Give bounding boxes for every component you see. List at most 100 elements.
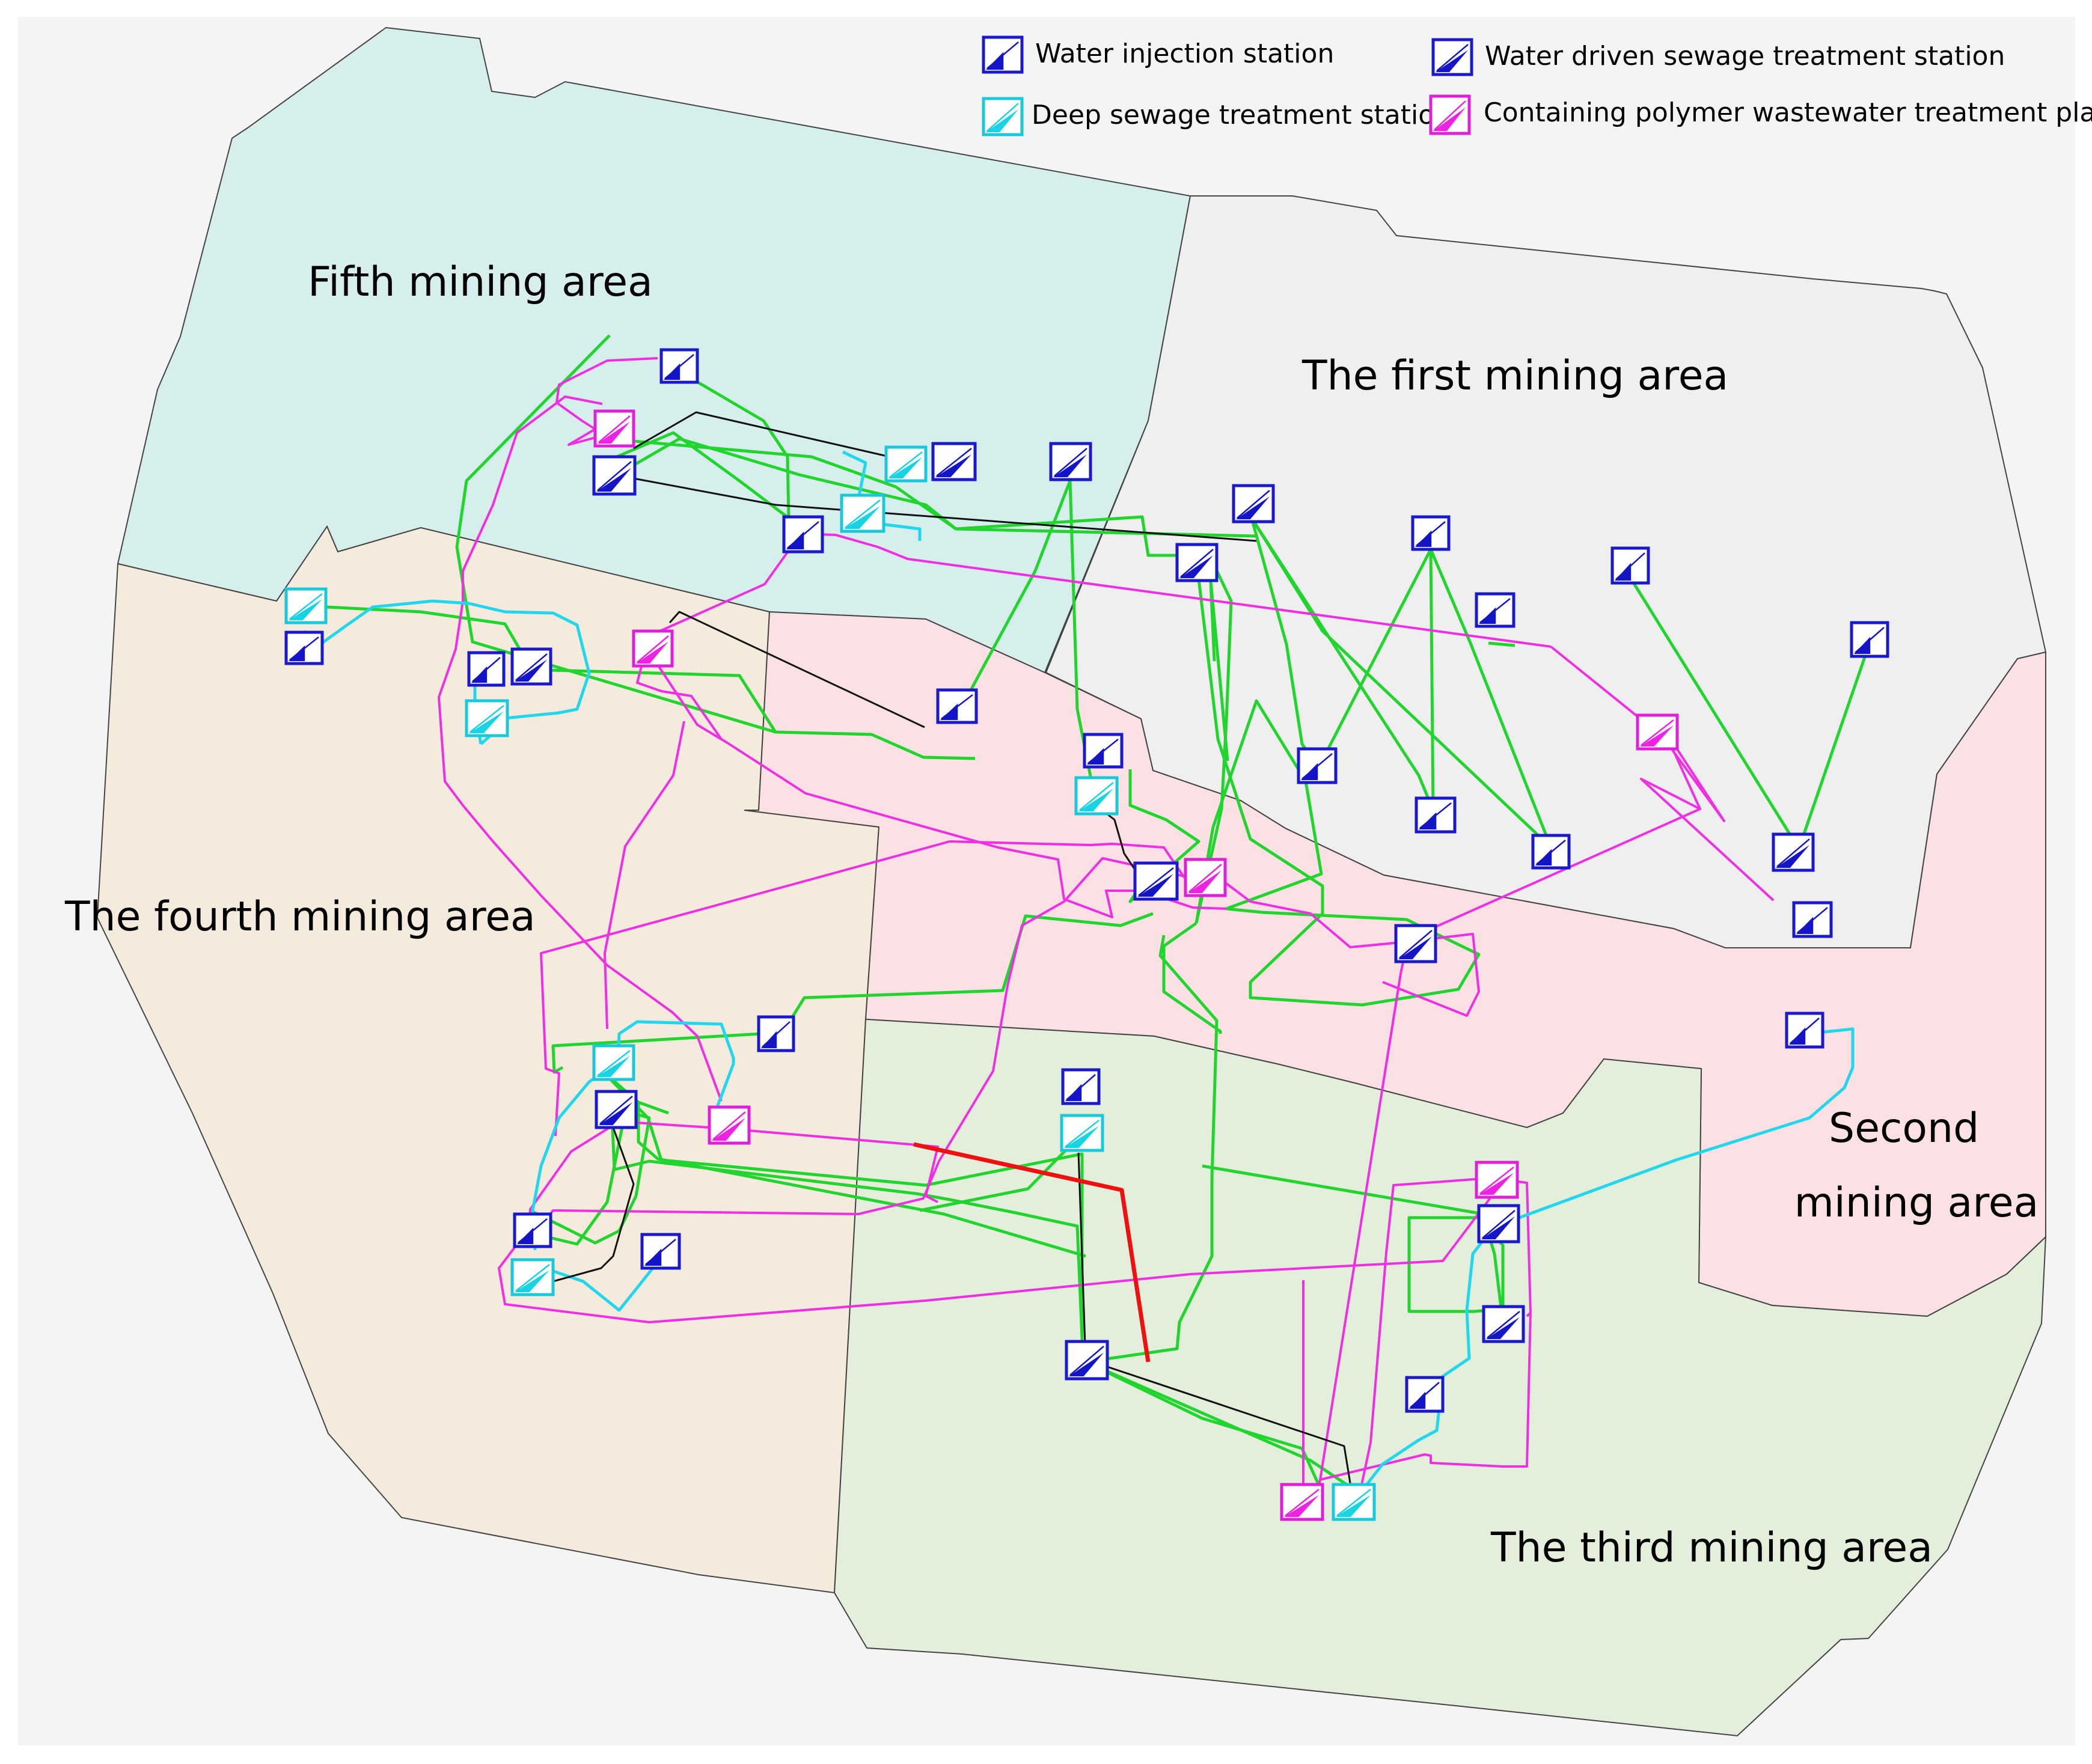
pipeline (633, 439, 1257, 538)
station-frame (1394, 924, 1437, 963)
water-injection-station-icon[interactable] (782, 515, 824, 554)
station-diagonal (936, 448, 972, 477)
deep-sewage-station-icon[interactable] (592, 1044, 635, 1081)
water-injection-station-icon[interactable] (1297, 747, 1338, 784)
station-diagonal (1416, 521, 1446, 546)
water-driven-sewage-station-icon[interactable] (1482, 1305, 1525, 1343)
station-diagonal (1419, 802, 1452, 829)
legend-label: Water driven sewage treatment station (1485, 41, 2005, 72)
water-injection-station-icon[interactable] (1083, 733, 1124, 769)
water-injection-station-icon[interactable] (936, 688, 978, 724)
pipeline (616, 1020, 735, 1112)
station-frame (1415, 796, 1457, 834)
station-diagonal (472, 657, 501, 682)
pipeline (610, 1115, 1084, 1338)
water-injection-station-icon[interactable] (1531, 834, 1571, 870)
station-diagonal (1797, 907, 1828, 933)
deep-sewage-station-icon[interactable] (284, 587, 328, 624)
legend: Water injection station Water driven sew… (982, 35, 2092, 136)
deep-sewage-station-icon[interactable] (510, 1258, 555, 1296)
station-frame (1411, 515, 1451, 551)
area-label-first: The first mining area (1301, 352, 1728, 400)
station-fill-triangle (1336, 1495, 1371, 1517)
deep-sewage-station-icon[interactable] (840, 493, 885, 533)
station-diagonal (289, 636, 319, 661)
water-driven-sewage-station-icon[interactable] (1065, 1340, 1109, 1381)
pipeline (637, 1102, 1086, 1258)
water-driven-sewage-station-icon[interactable] (931, 442, 977, 481)
station-diagonal (1536, 840, 1566, 865)
water-injection-station-icon[interactable] (284, 630, 324, 665)
station-fill-triangle (1078, 789, 1113, 811)
station-frame (1792, 901, 1833, 938)
water-driven-sewage-station-icon[interactable] (1477, 1204, 1520, 1244)
polymer-wastewater-plant-icon[interactable] (632, 629, 674, 668)
legend-item-polymer: Containing polymer wastewater treatment … (1429, 94, 2092, 135)
area-label-third: The third mining area (1490, 1524, 1933, 1572)
station-frame (840, 493, 885, 533)
station-frame (982, 97, 1024, 136)
station-frame (632, 629, 674, 668)
water-injection-station-icon[interactable] (659, 348, 699, 384)
station-diagonal (469, 705, 504, 733)
station-diagonal (889, 451, 923, 478)
station-fill-triangle (517, 1227, 534, 1244)
water-injection-station-icon[interactable] (1475, 592, 1515, 628)
water-driven-sewage-station-icon[interactable] (1049, 442, 1092, 481)
station-diagonal (986, 41, 1019, 69)
station-diagonal (1399, 930, 1433, 959)
legend-label: Water injection station (1035, 38, 1334, 69)
station-fill-triangle (598, 421, 630, 444)
deep-sewage-station-icon[interactable] (884, 445, 928, 483)
water-injection-station-icon[interactable] (1785, 1012, 1824, 1049)
station-fill-triangle (636, 641, 668, 664)
water-injection-station-icon[interactable] (513, 1212, 552, 1248)
water-driven-sewage-station-icon[interactable] (1175, 543, 1219, 582)
station-diagonal (1069, 1346, 1104, 1376)
deep-sewage-station-icon[interactable] (1074, 776, 1119, 816)
water-driven-sewage-station-icon[interactable] (1133, 861, 1179, 901)
water-injection-station-icon[interactable] (1405, 1376, 1445, 1413)
polymer-wastewater-plant-icon[interactable] (1475, 1161, 1519, 1199)
polymer-wastewater-plant-icon[interactable] (593, 409, 635, 448)
polymer-wastewater-plant-icon[interactable] (1184, 858, 1227, 897)
station-fill-triangle (515, 659, 547, 682)
water-injection-station-icon[interactable] (640, 1233, 681, 1270)
water-driven-sewage-station-icon[interactable] (595, 1090, 638, 1129)
water-injection-station-icon[interactable] (757, 1015, 795, 1052)
water-injection-station-icon[interactable] (1061, 1068, 1101, 1105)
water-driven-sewage-station-icon[interactable] (510, 647, 552, 686)
polymer-wastewater-plant-icon[interactable] (1636, 713, 1679, 751)
station-frame (1060, 1114, 1104, 1152)
water-injection-station-icon[interactable] (1792, 901, 1833, 938)
water-driven-sewage-station-icon[interactable] (592, 455, 637, 496)
station-fill-triangle (599, 1102, 632, 1125)
deep-sewage-station-icon[interactable] (1332, 1483, 1376, 1521)
pipeline (1162, 921, 1222, 1034)
pipelines-red (913, 1142, 1151, 1363)
water-driven-sewage-station-icon[interactable] (1394, 924, 1437, 963)
deep-sewage-station-icon[interactable] (1060, 1114, 1104, 1152)
station-frame (782, 515, 824, 554)
water-driven-sewage-station-icon[interactable] (1232, 484, 1275, 523)
water-injection-station-icon[interactable] (1850, 621, 1889, 658)
water-injection-station-icon[interactable] (1415, 796, 1457, 834)
water-driven-sewage-station-icon[interactable] (1772, 832, 1815, 872)
pipeline (551, 912, 1154, 1074)
water-injection-station-icon[interactable] (467, 651, 506, 687)
polymer-wastewater-plant-icon[interactable] (708, 1105, 751, 1145)
water-injection-station-icon[interactable] (1411, 515, 1451, 551)
deep-sewage-station-icon[interactable] (465, 699, 509, 737)
pipeline (1318, 548, 1433, 766)
legend-label: Deep sewage treatment station (1032, 100, 1451, 130)
polymer-wastewater-plant-icon[interactable] (1280, 1483, 1324, 1521)
station-frame (465, 699, 509, 737)
station-frame (1297, 747, 1338, 784)
area-label-second: Second mining area (1794, 1105, 2039, 1227)
station-fill-triangle (1433, 107, 1466, 131)
pipeline (1802, 642, 1871, 836)
pipeline (1128, 769, 1200, 903)
water-injection-station-icon[interactable] (1610, 546, 1650, 585)
area-labels: Fifth mining area The first mining area … (64, 258, 2038, 1572)
